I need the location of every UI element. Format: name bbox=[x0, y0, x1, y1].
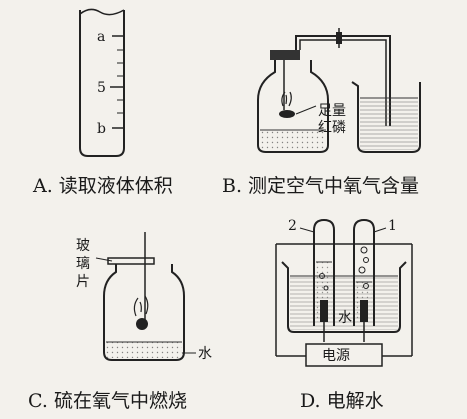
label-glass-1: 玻 bbox=[76, 238, 90, 254]
label-glass-2: 璃 bbox=[76, 255, 90, 272]
mark-5-label: 5 bbox=[97, 80, 106, 96]
label-water-c: 水 bbox=[198, 346, 212, 362]
caption-a: A. 读取液体体积 bbox=[32, 175, 173, 197]
panel-a-cylinder: a 5 b bbox=[79, 8, 125, 157]
mark-b-label: b bbox=[97, 121, 106, 137]
label-power-supply: 电源 bbox=[322, 348, 350, 364]
label-glass-3: 片 bbox=[76, 274, 90, 290]
mark-a-label: a bbox=[97, 29, 105, 45]
caption-c: C. 硫在氧气中燃烧 bbox=[28, 390, 187, 412]
panel-b-apparatus: 足量 红磷 bbox=[257, 28, 421, 153]
label-red-phosphorus: 红磷 bbox=[318, 120, 346, 136]
panel-c-apparatus: 水 玻 璃 片 bbox=[76, 232, 212, 362]
label-sufficient: 足量 bbox=[318, 103, 346, 119]
caption-b: B. 测定空气中氧气含量 bbox=[222, 175, 419, 197]
caption-d: D. 电解水 bbox=[300, 390, 384, 412]
label-water-d: 水 bbox=[338, 310, 352, 326]
label-tube-2: 2 bbox=[288, 218, 297, 234]
label-tube-1: 1 bbox=[388, 218, 397, 234]
panel-d-apparatus: 电源 水 2 1 bbox=[275, 218, 413, 367]
